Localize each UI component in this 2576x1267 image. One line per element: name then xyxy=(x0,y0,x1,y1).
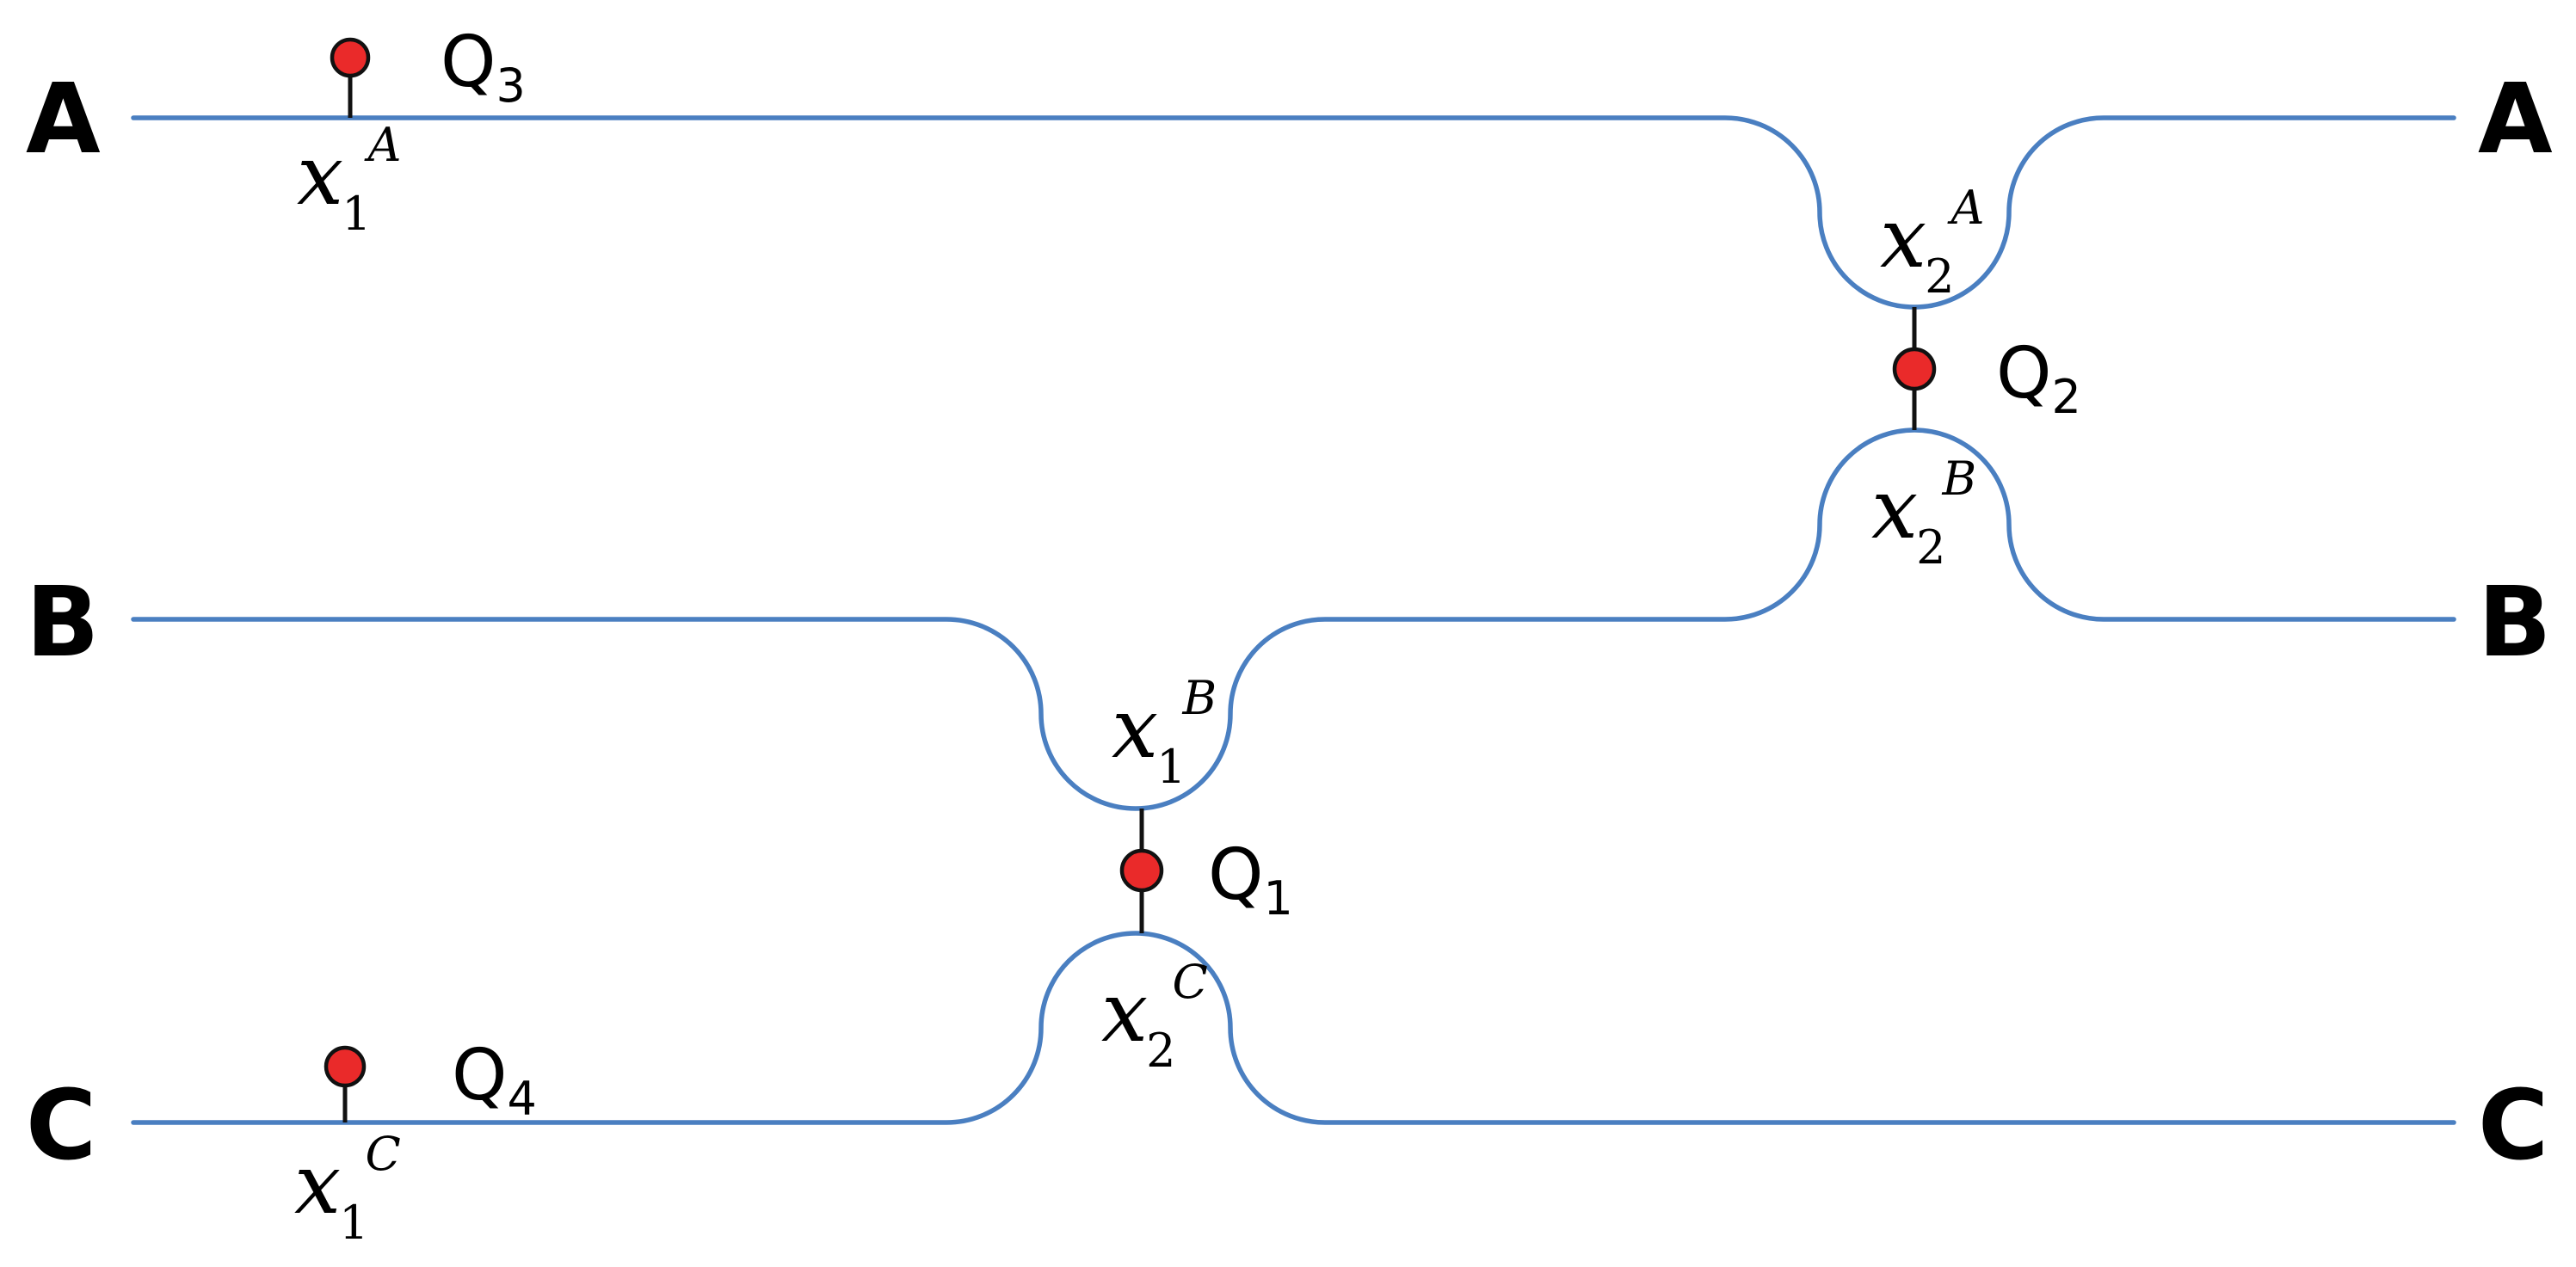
line-a-label-right: A xyxy=(2478,64,2553,175)
q2-dot xyxy=(1892,347,1937,391)
track-a xyxy=(131,115,2456,310)
line-b-label-right: B xyxy=(2478,567,2551,679)
q1-label: Q1 xyxy=(1208,834,1293,926)
x2-b-label: x2B xyxy=(1871,452,1976,575)
x1-a-label: x1A xyxy=(297,118,402,241)
x1-c-label: x1C xyxy=(294,1127,401,1250)
q3-label: Q3 xyxy=(441,22,526,113)
q4-label: Q4 xyxy=(452,1035,537,1126)
x1-b-label: x1B xyxy=(1112,671,1217,794)
track-c xyxy=(131,931,2456,1125)
q4-dot xyxy=(324,1045,367,1088)
line-a-label-left: A xyxy=(26,64,101,175)
q2-label: Q2 xyxy=(1996,333,2081,424)
track-b xyxy=(131,427,2456,811)
line-b-label-left: B xyxy=(26,567,99,679)
x2-a-label: x2A xyxy=(1880,181,1985,304)
x2-c-label: x2C xyxy=(1101,955,1208,1078)
q3-dot xyxy=(330,37,371,78)
line-c-label-left: C xyxy=(26,1070,96,1182)
line-c-label-right: C xyxy=(2478,1070,2548,1182)
q1-dot xyxy=(1119,848,1164,893)
